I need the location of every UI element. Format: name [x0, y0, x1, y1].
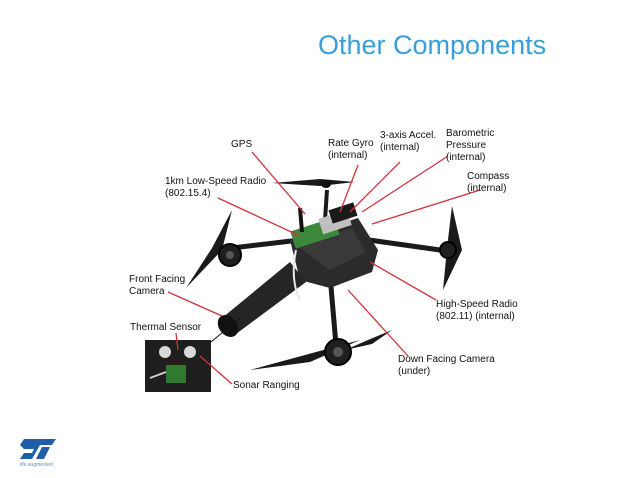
label-barometric-pressure: Barometric Pressure (internal)	[446, 128, 495, 163]
label-sonar: Sonar Ranging	[233, 380, 300, 391]
label-front-camera: Front Facing Camera	[129, 274, 186, 297]
label-compass: Compass (internal)	[467, 171, 510, 194]
label-gps: GPS	[231, 139, 253, 150]
label-thermal-sensor: Thermal Sensor	[130, 322, 202, 333]
leader-lines	[167, 151, 481, 385]
label-rate-gyro: Rate Gyro (internal)	[328, 138, 374, 161]
label-accelerometer: 3-axis Accel. (internal)	[380, 130, 437, 153]
label-high-speed-radio: High-Speed Radio (802.11) (internal)	[436, 299, 518, 322]
label-low-speed-radio: 1km Low-Speed Radio (802.15.4)	[165, 176, 267, 199]
logo-tagline: life.augmented	[20, 462, 53, 468]
st-logo-icon	[20, 439, 56, 459]
slide-title: Other Components	[318, 30, 547, 60]
label-down-camera: Down Facing Camera (under)	[398, 354, 495, 377]
drone-illustration	[145, 179, 462, 392]
